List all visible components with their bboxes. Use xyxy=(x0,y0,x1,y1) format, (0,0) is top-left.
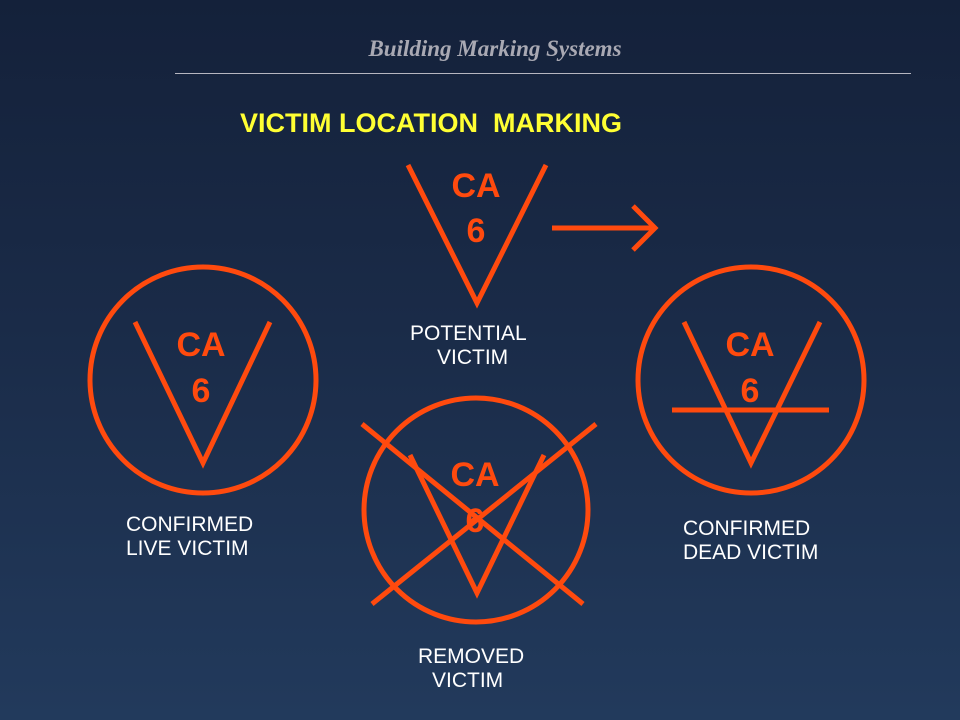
arrow-right-icon xyxy=(552,204,659,252)
dead-number-label: 6 xyxy=(741,372,760,410)
live-agency-label: CA xyxy=(176,326,225,364)
dead-v-symbol xyxy=(681,320,823,469)
potential-victim-mark xyxy=(405,163,659,309)
removed-x-cross xyxy=(360,422,598,606)
removed-v-symbol xyxy=(407,453,547,599)
removed-victim-mark xyxy=(360,395,598,625)
live-circle xyxy=(87,264,319,496)
potential-agency-label: CA xyxy=(451,167,500,205)
caption-removed: REMOVED VICTIM xyxy=(418,645,524,693)
removed-number-label: 6 xyxy=(466,502,485,540)
caption-line: POTENTIAL xyxy=(410,322,527,345)
caption-line: CONFIRMED xyxy=(126,513,254,536)
removed-circle xyxy=(361,395,591,625)
caption-potential-victim: POTENTIAL VICTIM xyxy=(410,322,527,370)
caption-line: LIVE VICTIM xyxy=(126,537,249,560)
dead-circle xyxy=(635,264,867,496)
confirmed-live-mark xyxy=(87,264,319,496)
slide-title: Building Marking Systems xyxy=(368,36,622,61)
caption-line: VICTIM xyxy=(432,669,504,692)
caption-line: REMOVED xyxy=(418,645,525,668)
section-heading: VICTIM LOCATION MARKING xyxy=(240,108,622,138)
removed-agency-label: CA xyxy=(450,456,499,494)
caption-confirmed-dead: CONFIRMED DEAD VICTIM xyxy=(683,517,818,565)
caption-confirmed-live: CONFIRMED LIVE VICTIM xyxy=(126,513,253,561)
dead-agency-label: CA xyxy=(725,326,774,364)
caption-line: VICTIM xyxy=(437,346,509,369)
caption-line: DEAD VICTIM xyxy=(683,541,819,564)
confirmed-dead-mark xyxy=(635,264,867,496)
title-divider xyxy=(175,73,911,74)
live-v-symbol xyxy=(132,320,273,469)
potential-v-symbol xyxy=(405,163,549,309)
caption-line: CONFIRMED xyxy=(683,517,811,540)
live-number-label: 6 xyxy=(192,372,211,410)
potential-number-label: 6 xyxy=(467,212,486,250)
